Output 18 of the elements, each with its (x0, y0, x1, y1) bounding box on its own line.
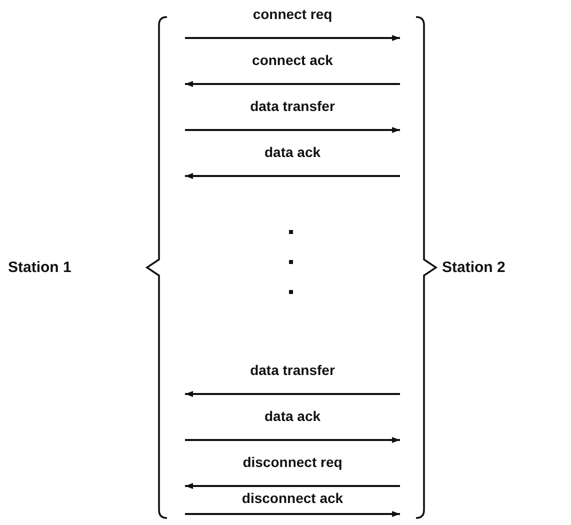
station-label: Station 2 (442, 258, 506, 276)
edge-label: disconnect req (242, 454, 342, 470)
edge-label: connect req (252, 6, 332, 22)
arrow (185, 81, 400, 87)
arrow (185, 391, 400, 397)
arrow (185, 35, 400, 41)
edge-label: connect ack (252, 52, 333, 68)
edge-label: disconnect ack (242, 490, 344, 506)
edge-label: data transfer (250, 98, 335, 114)
edge-label: data ack (264, 408, 321, 424)
station-label: Station 1 (8, 258, 72, 276)
arrow (185, 437, 400, 443)
arrow (185, 173, 400, 179)
edge-label: data transfer (250, 362, 335, 378)
arrow (185, 483, 400, 489)
edge-label: data ack (264, 144, 321, 160)
arrow (185, 127, 400, 133)
arrow (185, 511, 400, 517)
